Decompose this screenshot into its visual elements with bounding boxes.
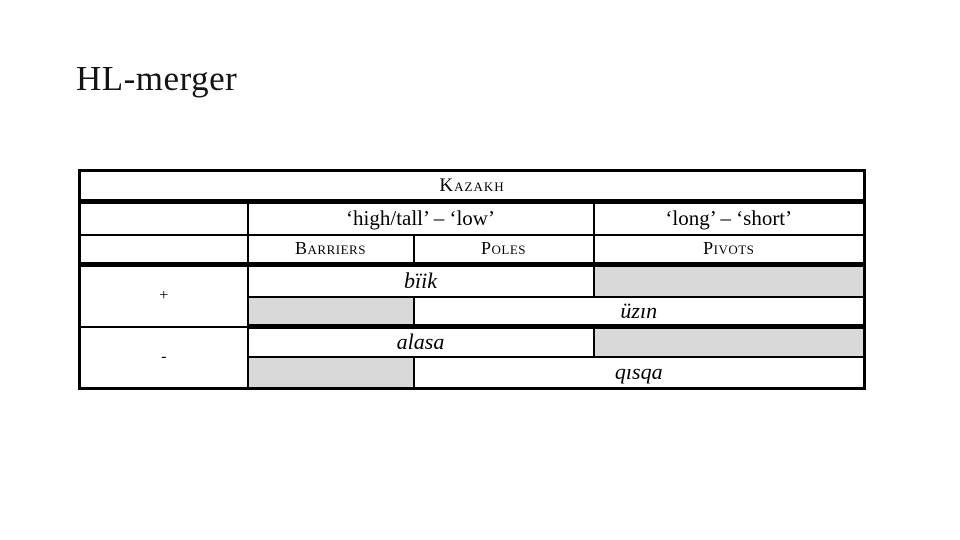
column-header-barriers: Barriers bbox=[246, 233, 415, 267]
word-cell-qisqa: qısqa bbox=[412, 355, 866, 390]
shaded-cell bbox=[592, 325, 866, 358]
word-cell-uzin: üzın bbox=[412, 295, 866, 329]
word-cell-biik: bïik bbox=[246, 263, 595, 298]
row-label-plus: + bbox=[78, 263, 249, 328]
row-label-minus: - bbox=[78, 325, 249, 390]
table-row: ‘high/tall’ – ‘low’ ‘long’ – ‘short’ bbox=[78, 200, 866, 236]
word-cell-alasa: alasa bbox=[246, 325, 595, 358]
table-row: - alasa bbox=[78, 325, 866, 390]
column-header-pivots: Pivots bbox=[592, 233, 866, 267]
kazakh-merger-table: Kazakh ‘high/tall’ – ‘low’ ‘long’ – ‘sho… bbox=[78, 169, 867, 390]
empty-cell bbox=[78, 200, 249, 236]
slide-title: HL-merger bbox=[76, 59, 238, 98]
column-header-poles: Poles bbox=[412, 233, 595, 267]
table-row: üzın bbox=[80, 295, 866, 329]
empty-cell bbox=[78, 233, 249, 267]
table-row: Barriers Poles Pivots bbox=[78, 233, 866, 267]
table-row: + bïik bbox=[78, 263, 866, 328]
gloss-high-low-cell: ‘high/tall’ – ‘low’ bbox=[246, 200, 595, 236]
table-row: Kazakh bbox=[78, 169, 866, 204]
table-row: qısqa bbox=[80, 355, 866, 390]
gloss-long-short-cell: ‘long’ – ‘short’ bbox=[592, 200, 866, 236]
shaded-cell bbox=[592, 263, 866, 298]
language-header-cell: Kazakh bbox=[78, 169, 866, 204]
shaded-cell bbox=[246, 295, 415, 329]
shaded-cell bbox=[246, 355, 415, 390]
